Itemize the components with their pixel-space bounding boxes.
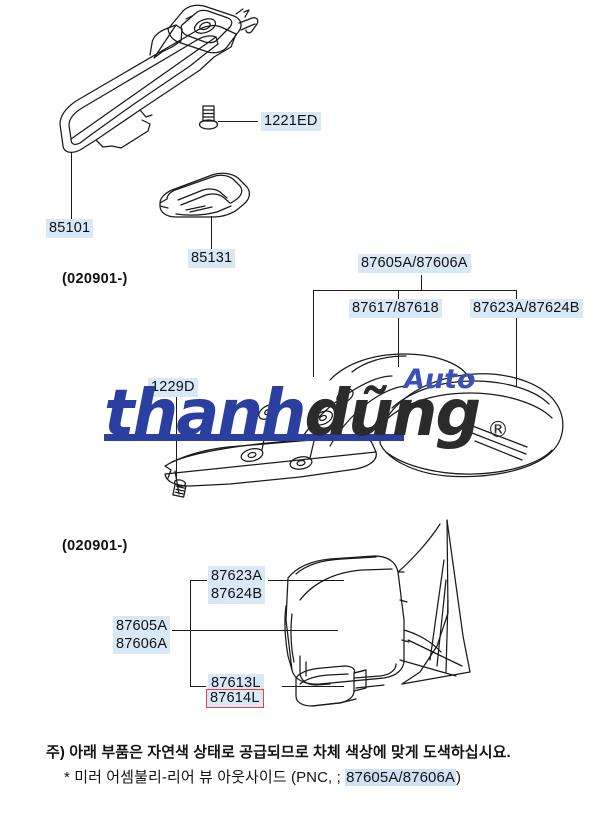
label-87617-87618[interactable]: 87617/87618 xyxy=(349,299,442,318)
leader-85131 xyxy=(211,216,213,249)
label-87606A-line: 87606A xyxy=(116,636,168,652)
label-87605A-line: 87605A xyxy=(116,618,168,634)
watermark-bar xyxy=(104,434,404,441)
leader-bottom-spine xyxy=(190,580,192,686)
label-87623A-87624B[interactable]: 87623A/87624B xyxy=(470,299,583,318)
label-87623A-line: 87623A xyxy=(211,568,263,584)
label-87624B-line: 87624B xyxy=(211,586,263,602)
label-87623A-87624B-bottom[interactable]: 87623A 87624B xyxy=(208,566,266,604)
leader-87605A-bottom-tip xyxy=(190,630,338,632)
label-87605A-87606A-bottom[interactable]: 87605A 87606A xyxy=(113,616,171,654)
watermark-brand-part1: thanh xyxy=(104,377,306,451)
watermark-brand-part2: dũng xyxy=(304,377,481,451)
leader-middle-spine xyxy=(313,290,516,292)
date-mark-bottom: (020901-) xyxy=(62,538,128,554)
footer-part-number[interactable]: 87605A/87606A xyxy=(345,769,457,786)
leader-87623A-arm xyxy=(190,580,207,582)
label-87613L[interactable]: 87613L xyxy=(208,674,264,693)
label-87614L[interactable]: 87614L xyxy=(206,689,264,708)
leader-87614L-tip xyxy=(282,686,344,688)
leader-1229D xyxy=(176,394,178,480)
leader-87605A-bottom-arm xyxy=(172,630,190,632)
leader-1221ED xyxy=(218,121,258,123)
label-1221ED[interactable]: 1221ED xyxy=(261,112,321,131)
date-mark-top: (020901-) xyxy=(62,271,128,287)
label-85131[interactable]: 85131 xyxy=(188,249,236,268)
footer-line-1: 주) 아래 부품은 자연색 상태로 공급되므로 차체 색상에 맞게 도색하십시요… xyxy=(46,744,511,761)
leader-middle-left xyxy=(313,290,315,377)
watermark-registered-mark: ® xyxy=(487,418,509,443)
leader-85101 xyxy=(71,152,73,219)
leader-87605A-87606A-stem xyxy=(421,275,423,291)
watermark-thanhdung-auto: thanhdũng Auto ® xyxy=(104,360,509,455)
watermark-auto-text: Auto xyxy=(404,364,476,395)
leader-87623A-tip xyxy=(268,580,344,582)
label-85101[interactable]: 85101 xyxy=(46,219,94,238)
leader-87617-87618 xyxy=(398,290,400,367)
footer-line-2-suffix: ) xyxy=(456,769,462,786)
footer-note: 주) 아래 부품은 자연색 상태로 공급되므로 차체 색상에 맞게 도색하십시요… xyxy=(46,740,586,790)
footer-line-2-prefix: * 미러 어셈불리-리어 뷰 아웃사이드 (PNC, ; xyxy=(64,769,346,786)
footer-line-2: * 미러 어셈불리-리어 뷰 아웃사이드 (PNC, ; 87605A/8760… xyxy=(64,765,586,790)
label-87605A-87606A[interactable]: 87605A/87606A xyxy=(358,254,471,273)
label-1229D[interactable]: 1229D xyxy=(148,378,198,397)
leader-87613L-arm xyxy=(190,686,206,688)
leader-87623A-87624B xyxy=(516,290,518,386)
